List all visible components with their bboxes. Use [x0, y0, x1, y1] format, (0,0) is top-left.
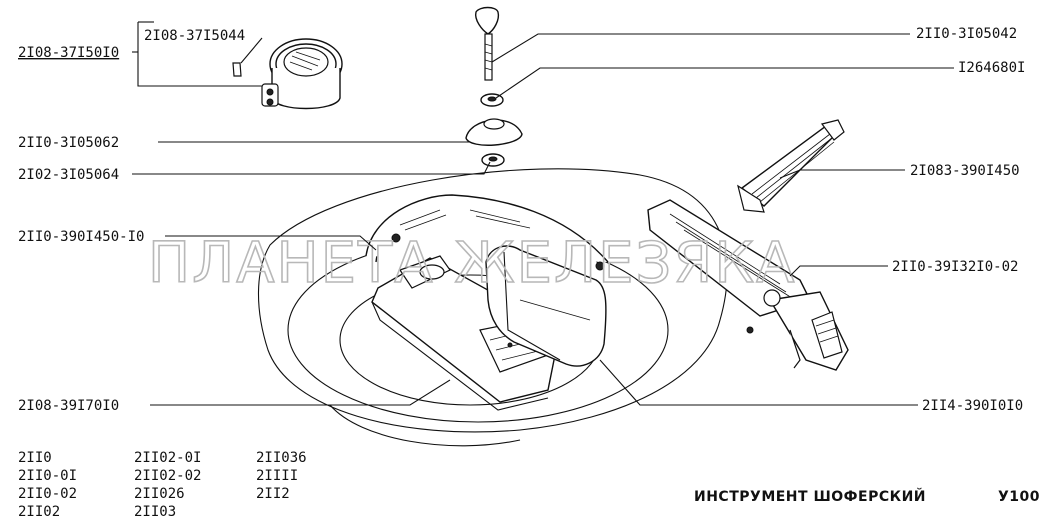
model-code: 2II0-02 [18, 486, 77, 502]
label-handle: 2I083-390I450 [910, 163, 1020, 179]
model-code: 2II02-0I [134, 450, 201, 466]
assembly-container-part [232, 38, 343, 110]
model-code: 2II0-0I [18, 468, 77, 484]
model-code: 2II026 [134, 486, 185, 502]
diagram-title: ИНСТРУМЕНТ ШОФЕРСКИЙ [694, 488, 926, 505]
model-code: 2II02 [18, 504, 60, 520]
model-list: 2II0 2II0-0I 2II0-02 2II02 2II02-0I 2II0… [18, 450, 307, 520]
wing-bolt-part [474, 6, 500, 81]
nut-part [481, 153, 505, 167]
label-tool-strap: 2II0-390I450-I0 [18, 229, 144, 245]
label-tool-case: 2II4-390I0I0 [922, 398, 1023, 414]
jack-part [647, 199, 849, 371]
label-rubber-mount: 2II0-3I05062 [18, 135, 119, 151]
label-assembly-sub: 2I08-37I5044 [144, 28, 245, 44]
label-nut: 2I02-3I05064 [18, 167, 119, 183]
handle-part [737, 119, 845, 213]
tool-case-part [485, 245, 607, 367]
label-wing-bolt: 2II0-3I05042 [916, 26, 1017, 42]
wheel-well-outline [257, 168, 728, 447]
model-code: 2II02-02 [134, 468, 201, 484]
label-washer: I264680I [958, 60, 1025, 76]
model-code: 2II2 [256, 486, 290, 502]
watermark-text: ПЛАНЕТА ЖЕЛЕЗЯКА [148, 231, 796, 296]
leader-lines [132, 21, 954, 406]
model-code: 2II03 [134, 504, 176, 520]
page-code: У100 [998, 489, 1040, 505]
model-code: 2IIII [256, 468, 298, 484]
model-code: 2II036 [256, 450, 307, 466]
part-labels: 2I08-37I50I0 2I08-37I5044 2II0-3I05042 I… [18, 26, 1025, 414]
model-code: 2II0 [18, 450, 52, 466]
label-tool-tray: 2I08-39I70I0 [18, 398, 119, 414]
label-assembly-main: 2I08-37I50I0 [18, 45, 119, 61]
rubber-mount-part [465, 118, 523, 146]
tool-strap-part [365, 194, 609, 271]
label-jack: 2II0-39I32I0-02 [892, 259, 1018, 275]
